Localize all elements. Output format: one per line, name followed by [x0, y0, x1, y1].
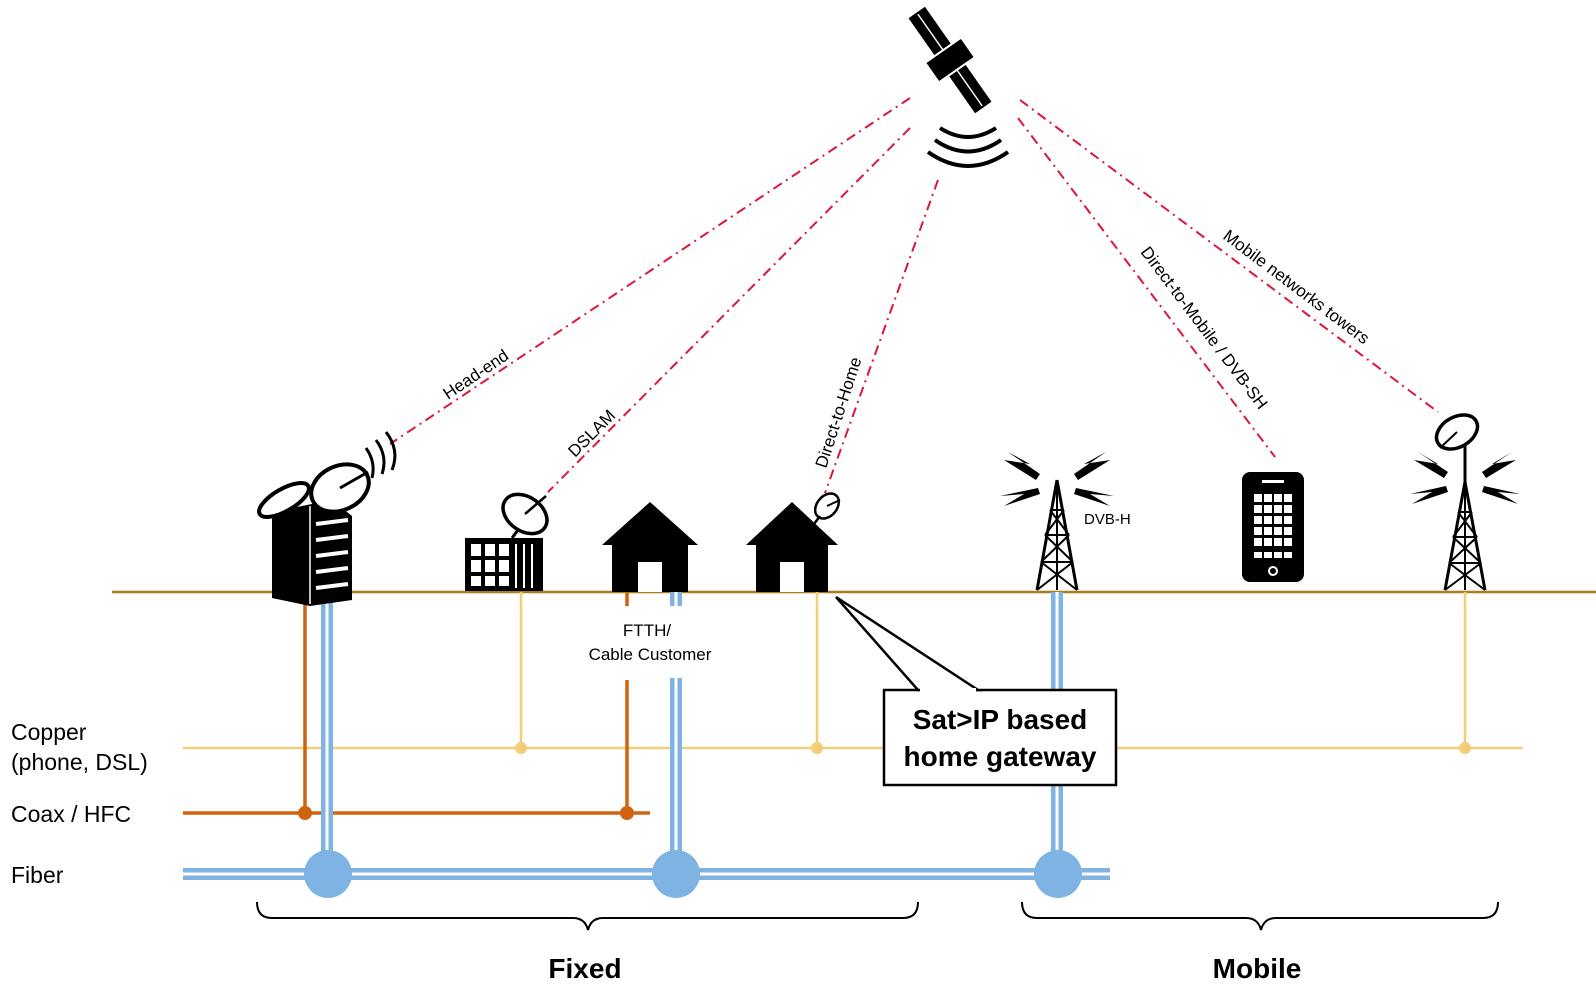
phone-key	[1264, 538, 1272, 546]
phone-key	[1254, 494, 1262, 502]
phone-key	[1284, 505, 1292, 513]
phone-key	[1254, 516, 1262, 524]
phone-key	[1264, 552, 1272, 558]
phone-key	[1274, 527, 1282, 535]
legend-fiber-label: Fiber	[11, 862, 64, 888]
phone-key	[1264, 505, 1272, 513]
link-mobile-towers	[1019, 99, 1439, 413]
phone-key	[1264, 516, 1272, 524]
ftth-sublabel: Cable Customer	[589, 645, 712, 664]
mobile-group-label: Mobile	[1213, 953, 1302, 984]
legend-coax-label: Coax / HFC	[11, 801, 131, 827]
link-dslam	[547, 127, 911, 493]
phone-key	[1284, 494, 1292, 502]
phone-key	[1264, 494, 1272, 502]
mobile-bracket	[1021, 901, 1499, 931]
gateway-callout: Sat>IP based home gateway	[835, 595, 1118, 787]
legend-copper-sublabel: (phone, DSL)	[11, 749, 148, 775]
phone-key	[1284, 552, 1292, 558]
fixed-bracket	[256, 901, 919, 931]
phone-key	[1274, 494, 1282, 502]
fixed-group-label: Fixed	[548, 953, 621, 984]
phone-key	[1284, 516, 1292, 524]
satellite-icon	[908, 6, 1010, 168]
phone-key	[1274, 505, 1282, 513]
link-direct-to-home	[824, 179, 939, 494]
label-mobile-towers: Mobile networks towers	[1220, 226, 1373, 348]
label-head-end: Head-end	[440, 346, 513, 404]
dslam-icon	[465, 492, 549, 591]
label-direct-to-mobile: Direct-to-Mobile / DVB-SH	[1137, 243, 1272, 413]
callout-line2: home gateway	[904, 741, 1097, 772]
dth-house-icon	[746, 492, 841, 592]
phone-key	[1254, 538, 1262, 546]
dvb-h-label: DVB-H	[1084, 511, 1131, 528]
copper-network	[183, 592, 1523, 754]
link-head-end	[389, 97, 911, 445]
phone-key	[1254, 552, 1262, 558]
dvb-h-tower-icon	[1000, 452, 1114, 591]
callout-line1: Sat>IP based	[913, 704, 1088, 735]
head-end-building-icon	[257, 431, 397, 606]
phone-key	[1274, 516, 1282, 524]
coax-network	[183, 592, 650, 820]
phone-key	[1274, 538, 1282, 546]
phone-key	[1264, 527, 1272, 535]
link-direct-to-mobile	[1017, 117, 1276, 458]
phone-key	[1254, 505, 1262, 513]
phone-key	[1254, 527, 1262, 535]
label-dslam: DSLAM	[564, 406, 619, 461]
ftth-label: FTTH/	[623, 621, 671, 640]
ftth-house-icon	[602, 502, 698, 592]
phone-key	[1274, 552, 1282, 558]
phone-key	[1284, 527, 1292, 535]
phone-keypad	[1254, 494, 1292, 558]
mobile-phone-icon	[1242, 472, 1304, 582]
legend-copper-label: Copper	[11, 719, 87, 745]
phone-key	[1284, 538, 1292, 546]
mobile-tower-icon	[1410, 413, 1520, 591]
